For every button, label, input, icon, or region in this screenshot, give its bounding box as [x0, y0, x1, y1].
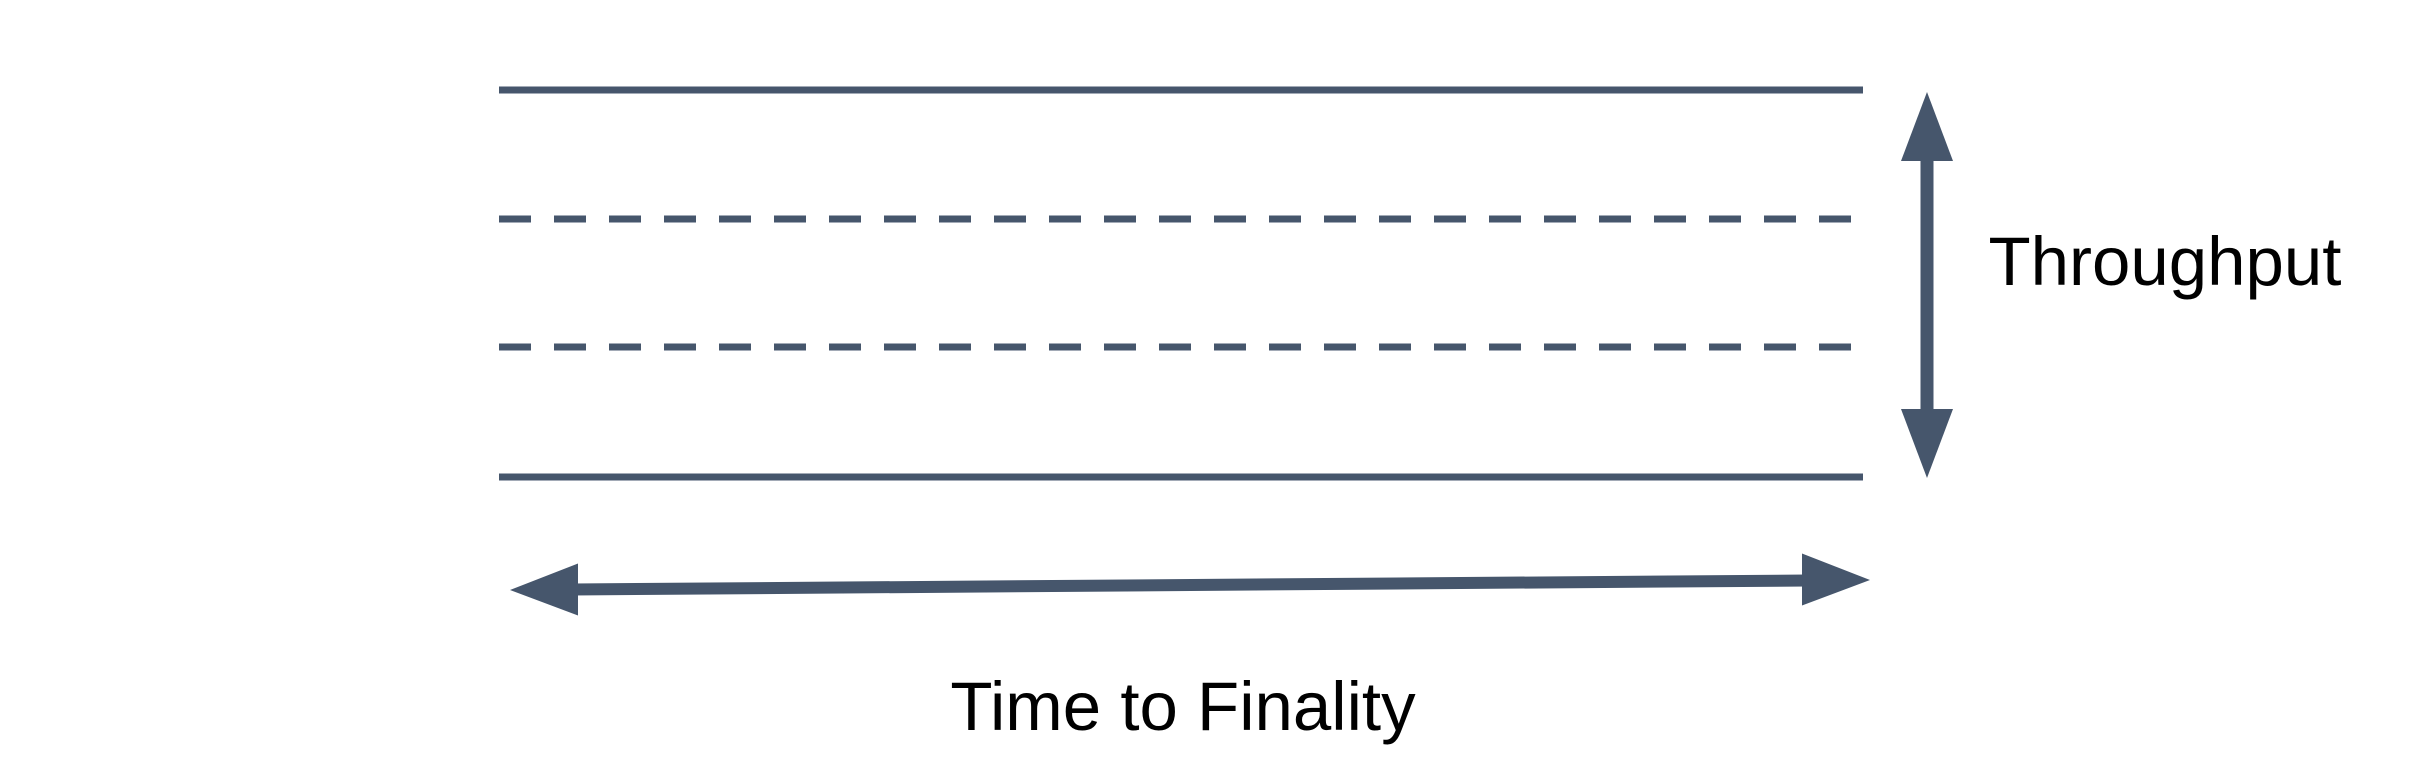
time-to-finality-arrow-shaft: [571, 574, 1809, 596]
time-to-finality-label: Time to Finality: [950, 668, 1416, 745]
time-to-finality-arrow: [510, 553, 1870, 616]
throughput-label: Throughput: [1989, 223, 2342, 300]
throughput-range-arrow: [1901, 92, 1953, 478]
throughput-arrow-head-down-icon: [1901, 409, 1953, 478]
throughput-arrow-head-up-icon: [1901, 92, 1953, 161]
time-to-finality-arrow-head-right-icon: [1802, 553, 1870, 606]
time-to-finality-arrow-head-left-icon: [510, 563, 578, 616]
